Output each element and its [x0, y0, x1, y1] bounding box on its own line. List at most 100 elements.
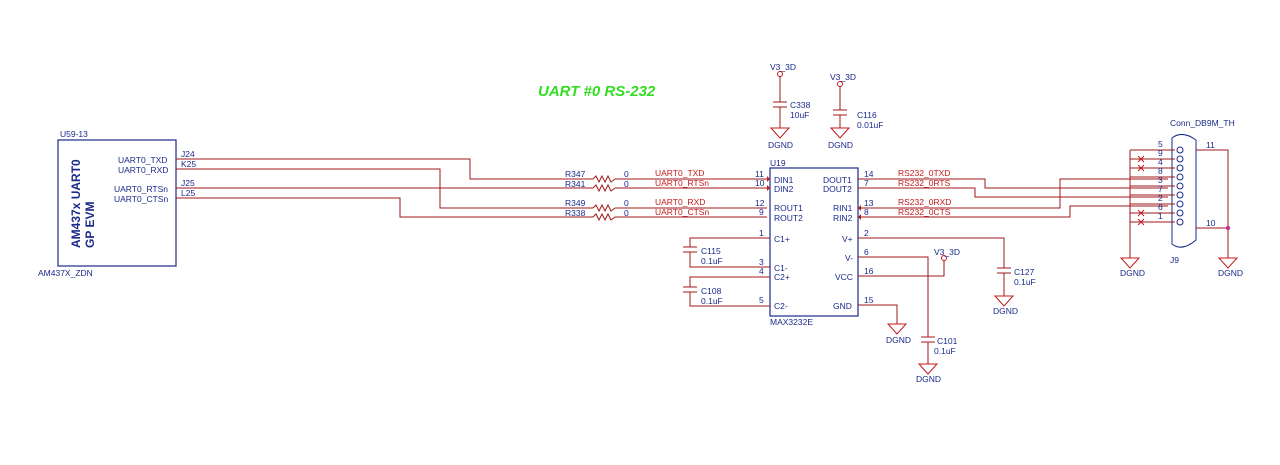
- u59-ball-j24: J24: [181, 149, 195, 159]
- u19-pin10-num: 10: [755, 178, 765, 188]
- j9-pin9: 9: [1158, 148, 1163, 158]
- u19-pin6-num: 6: [864, 247, 869, 257]
- c127-value: 0.1uF: [1014, 277, 1036, 287]
- u19-pin14-num: 14: [864, 169, 874, 179]
- rs232-wires: RS232_0TXD RS232_0RTS RS232_0RXD RS232_0…: [858, 168, 1168, 218]
- u19-pin-c2m: C2-: [774, 301, 788, 311]
- u59-pin-name-ctsn: UART0_CTSn: [114, 194, 168, 204]
- u59-symbol: U59-13 AM437X_ZDN AM437x UART0 GP EVM UA…: [38, 129, 196, 278]
- u59-pin-name-rtsn: UART0_RTSn: [114, 184, 168, 194]
- u19-pin7-num: 7: [864, 178, 869, 188]
- u59-ball-l25: L25: [181, 188, 195, 198]
- j9-pin2: 2: [1158, 193, 1163, 203]
- u19-pin12-num: 12: [755, 198, 765, 208]
- u19-pin-vminus: V-: [845, 253, 853, 263]
- resistors: R347 0 R341 0 R349 0 R338 0 UART0_TXD UA…: [565, 168, 709, 222]
- u59-part: AM437X_ZDN: [38, 268, 93, 278]
- u59-ref: U59-13: [60, 129, 88, 139]
- u19-pin-gnd: GND: [833, 301, 852, 311]
- r347-ref: R347: [565, 169, 586, 179]
- u19-pin-dout1: DOUT1: [823, 175, 852, 185]
- u19-pin4-num: 4: [759, 266, 764, 276]
- u59-ball-k25: K25: [181, 159, 196, 169]
- supply-decoupling: V3_3D C338 10uF DGND V3_3D C116 0.01uF D…: [768, 62, 883, 150]
- u19-pin-rin1: RIN1: [833, 203, 853, 213]
- u59-pin-name-txd: UART0_TXD: [118, 155, 167, 165]
- c116-value: 0.01uF: [857, 120, 883, 130]
- power-label-3: V3_3D: [934, 247, 960, 257]
- j9-pin4: 4: [1158, 157, 1163, 167]
- u59-name-line1: AM437x UART0: [69, 159, 83, 248]
- c127-ref: C127: [1014, 267, 1035, 277]
- u19-pin9-num: 9: [759, 207, 764, 217]
- u19-pin13-num: 13: [864, 198, 874, 208]
- net-rs232-0rts: RS232_0RTS: [898, 178, 951, 188]
- r341-ref: R341: [565, 179, 586, 189]
- net-uart0-rtsn: UART0_RTSn: [655, 178, 709, 188]
- u19-part: MAX3232E: [770, 317, 813, 327]
- u19-pin-c1p: C1+: [774, 234, 790, 244]
- u19-ref: U19: [770, 158, 786, 168]
- u19-pin-c1m: C1-: [774, 263, 788, 273]
- u59-ball-j25: J25: [181, 178, 195, 188]
- u19-pin-vcc: VCC: [835, 272, 853, 282]
- r341-value: 0: [624, 179, 629, 189]
- j9-shell-pin10: 10: [1206, 218, 1216, 228]
- j9-pin5: 5: [1158, 139, 1163, 149]
- net-uart0-txd: UART0_TXD: [655, 168, 704, 178]
- net-uart0-rxd: UART0_RXD: [655, 197, 705, 207]
- gnd-label-j9-shell: DGND: [1218, 268, 1243, 278]
- c115-ref: C115: [701, 246, 721, 256]
- u19-pin11-num: 11: [755, 169, 764, 179]
- uart-wires: [176, 158, 767, 218]
- u19-pin-rin2: RIN2: [833, 213, 853, 223]
- r338-ref: R338: [565, 208, 586, 218]
- j9-no-connect-marks: [1137, 155, 1145, 226]
- gnd-label-c127: DGND: [993, 306, 1018, 316]
- charge-pump-caps: C115 0.1uF C108 0.1uF: [683, 237, 770, 307]
- gnd-label-j9-pin5: DGND: [1120, 268, 1145, 278]
- j9-pin8: 8: [1158, 166, 1163, 176]
- u19-pin8-num: 8: [864, 207, 869, 217]
- u19-pin3-num: 3: [759, 257, 764, 267]
- r338-value: 0: [624, 208, 629, 218]
- r349-value: 0: [624, 198, 629, 208]
- j9-name: Conn_DB9M_TH: [1170, 118, 1235, 128]
- gnd-label-u19: DGND: [886, 335, 911, 345]
- gnd-label-c101: DGND: [916, 374, 941, 384]
- power-label-1: V3_3D: [770, 62, 796, 72]
- j9-connector: Conn_DB9M_TH J9 5 9 4: [1119, 118, 1243, 278]
- r347-value: 0: [624, 169, 629, 179]
- net-rs232-0txd: RS232_0TXD: [898, 168, 950, 178]
- j9-pin6: 6: [1158, 202, 1163, 212]
- gnd-label-c116: DGND: [828, 140, 853, 150]
- u19-pin16-num: 16: [864, 266, 874, 276]
- u19-symbol: U19 MAX3232E 11 10 12 9 1 3 4 5 DIN1 DIN…: [755, 158, 874, 327]
- j9-pin3: 3: [1158, 175, 1163, 185]
- c115-value: 0.1uF: [701, 256, 723, 266]
- gnd-label-c338: DGND: [768, 140, 793, 150]
- net-uart0-ctsn: UART0_CTSn: [655, 207, 709, 217]
- j9-pin1: 1: [1158, 211, 1163, 221]
- j9-shell-pin11: 11: [1206, 140, 1215, 150]
- j9-pin-rows: [1130, 149, 1175, 223]
- c338-value: 10uF: [790, 110, 809, 120]
- r349-ref: R349: [565, 198, 586, 208]
- u19-pin5-num: 5: [759, 295, 764, 305]
- c101-value: 0.1uF: [934, 346, 956, 356]
- u59-pin-name-rxd: UART0_RXD: [118, 165, 168, 175]
- u19-pin-vplus: V+: [842, 234, 853, 244]
- u19-pin1-num: 1: [759, 228, 764, 238]
- u19-pin-dout2: DOUT2: [823, 184, 852, 194]
- u19-pin-rout1: ROUT1: [774, 203, 803, 213]
- u59-name-line2: GP EVM: [83, 202, 97, 248]
- u19-pin-rout2: ROUT2: [774, 213, 803, 223]
- u19-pin-c2p: C2+: [774, 272, 790, 282]
- c108-value: 0.1uF: [701, 296, 723, 306]
- u19-power-side: C127 0.1uF DGND C101 0.1uF DGND V3_3D DG…: [858, 237, 1036, 384]
- net-rs232-0rxd: RS232_0RXD: [898, 197, 951, 207]
- power-label-2: V3_3D: [830, 72, 856, 82]
- c108-ref: C108: [701, 286, 722, 296]
- u19-pin15-num: 15: [864, 295, 874, 305]
